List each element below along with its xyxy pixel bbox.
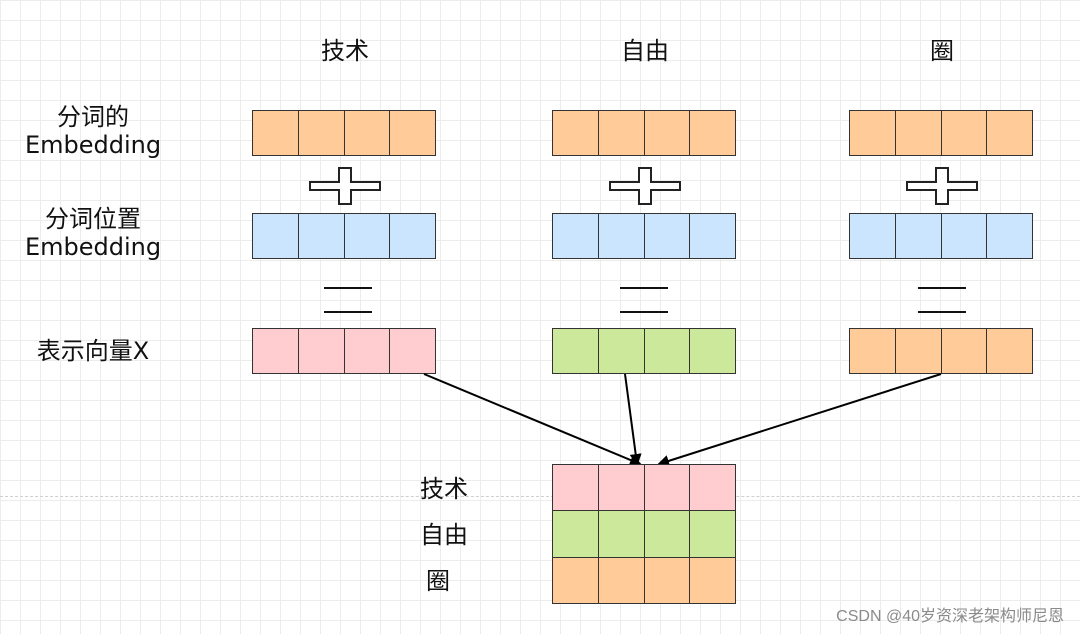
matrix-cell bbox=[644, 557, 691, 603]
column-title-3: 圈 bbox=[930, 37, 954, 65]
matrix-cell bbox=[690, 511, 735, 557]
arrow-1 bbox=[423, 373, 642, 466]
embedding-vector-2 bbox=[552, 110, 736, 156]
matrix-cell bbox=[553, 511, 599, 557]
vector-cell bbox=[895, 329, 942, 373]
vector-cell bbox=[553, 111, 599, 155]
matrix-cell bbox=[644, 511, 691, 557]
vector-cell bbox=[253, 329, 299, 373]
row-label-position-line2: Embedding bbox=[24, 233, 162, 261]
watermark: CSDN @40岁资深老架构师尼恩 bbox=[836, 608, 1064, 625]
equals-icon-1 bbox=[324, 287, 372, 313]
matrix-cell bbox=[690, 557, 735, 603]
vector-cell bbox=[598, 111, 645, 155]
matrix-label-2: 自由 bbox=[420, 521, 468, 549]
position-vector-2 bbox=[552, 213, 736, 259]
vector-cell bbox=[644, 111, 691, 155]
row-label-result: 表示向量X bbox=[36, 337, 150, 365]
matrix-cell bbox=[690, 465, 735, 511]
embedding-vector-1 bbox=[252, 110, 436, 156]
vector-cell bbox=[850, 214, 896, 258]
vector-cell bbox=[344, 329, 391, 373]
vector-cell bbox=[850, 329, 896, 373]
column-title-2: 自由 bbox=[621, 37, 669, 65]
vector-cell bbox=[987, 111, 1032, 155]
plus-icon-2 bbox=[609, 167, 681, 205]
vector-cell bbox=[344, 111, 391, 155]
vector-cell bbox=[987, 214, 1032, 258]
vector-cell bbox=[895, 111, 942, 155]
vector-cell bbox=[298, 329, 345, 373]
vector-cell bbox=[253, 111, 299, 155]
vector-cell bbox=[598, 329, 645, 373]
result-vector-1 bbox=[252, 328, 436, 374]
vector-cell bbox=[941, 214, 988, 258]
vector-cell bbox=[253, 214, 299, 258]
dashed-guide-line bbox=[0, 496, 1080, 497]
matrix-row-2 bbox=[553, 511, 735, 558]
vector-cell bbox=[644, 214, 691, 258]
row-label-position: 分词位置 Embedding bbox=[8, 205, 178, 261]
vector-cell bbox=[987, 329, 1032, 373]
matrix-row-3 bbox=[553, 557, 735, 603]
matrix-cell bbox=[598, 557, 645, 603]
equals-icon-3 bbox=[918, 287, 966, 313]
vector-cell bbox=[390, 329, 435, 373]
vector-cell bbox=[390, 111, 435, 155]
vector-cell bbox=[941, 329, 988, 373]
vector-cell bbox=[644, 329, 691, 373]
vector-cell bbox=[553, 329, 599, 373]
vector-cell bbox=[850, 111, 896, 155]
matrix-label-1: 技术 bbox=[420, 475, 468, 503]
embedding-vector-3 bbox=[849, 110, 1033, 156]
vector-cell bbox=[298, 214, 345, 258]
row-label-embedding-line2: Embedding bbox=[24, 131, 162, 159]
row-label-embedding-line1: 分词的 bbox=[57, 103, 129, 131]
matrix-cell bbox=[644, 465, 691, 511]
matrix-cell bbox=[553, 557, 599, 603]
result-vector-2 bbox=[552, 328, 736, 374]
row-label-position-line1: 分词位置 bbox=[45, 205, 141, 233]
vector-cell bbox=[941, 111, 988, 155]
equals-icon-2 bbox=[620, 287, 668, 313]
matrix-x bbox=[552, 464, 736, 604]
vector-cell bbox=[598, 214, 645, 258]
matrix-cell bbox=[553, 465, 599, 511]
vector-cell bbox=[298, 111, 345, 155]
vector-cell bbox=[690, 329, 735, 373]
row-label-embedding: 分词的 Embedding bbox=[8, 103, 178, 159]
matrix-row-1 bbox=[553, 465, 735, 512]
position-vector-1 bbox=[252, 213, 436, 259]
result-vector-3 bbox=[849, 328, 1033, 374]
vector-cell bbox=[390, 214, 435, 258]
vector-cell bbox=[690, 111, 735, 155]
vector-cell bbox=[895, 214, 942, 258]
matrix-cell bbox=[598, 465, 645, 511]
arrow-3 bbox=[657, 373, 942, 467]
matrix-cell bbox=[598, 511, 645, 557]
vector-cell bbox=[553, 214, 599, 258]
plus-icon-3 bbox=[906, 167, 978, 205]
arrow-2 bbox=[624, 373, 642, 466]
position-vector-3 bbox=[849, 213, 1033, 259]
column-title-1: 技术 bbox=[321, 37, 369, 65]
matrix-label-3: 圈 bbox=[426, 567, 450, 595]
plus-icon-1 bbox=[309, 167, 381, 205]
vector-cell bbox=[690, 214, 735, 258]
vector-cell bbox=[344, 214, 391, 258]
